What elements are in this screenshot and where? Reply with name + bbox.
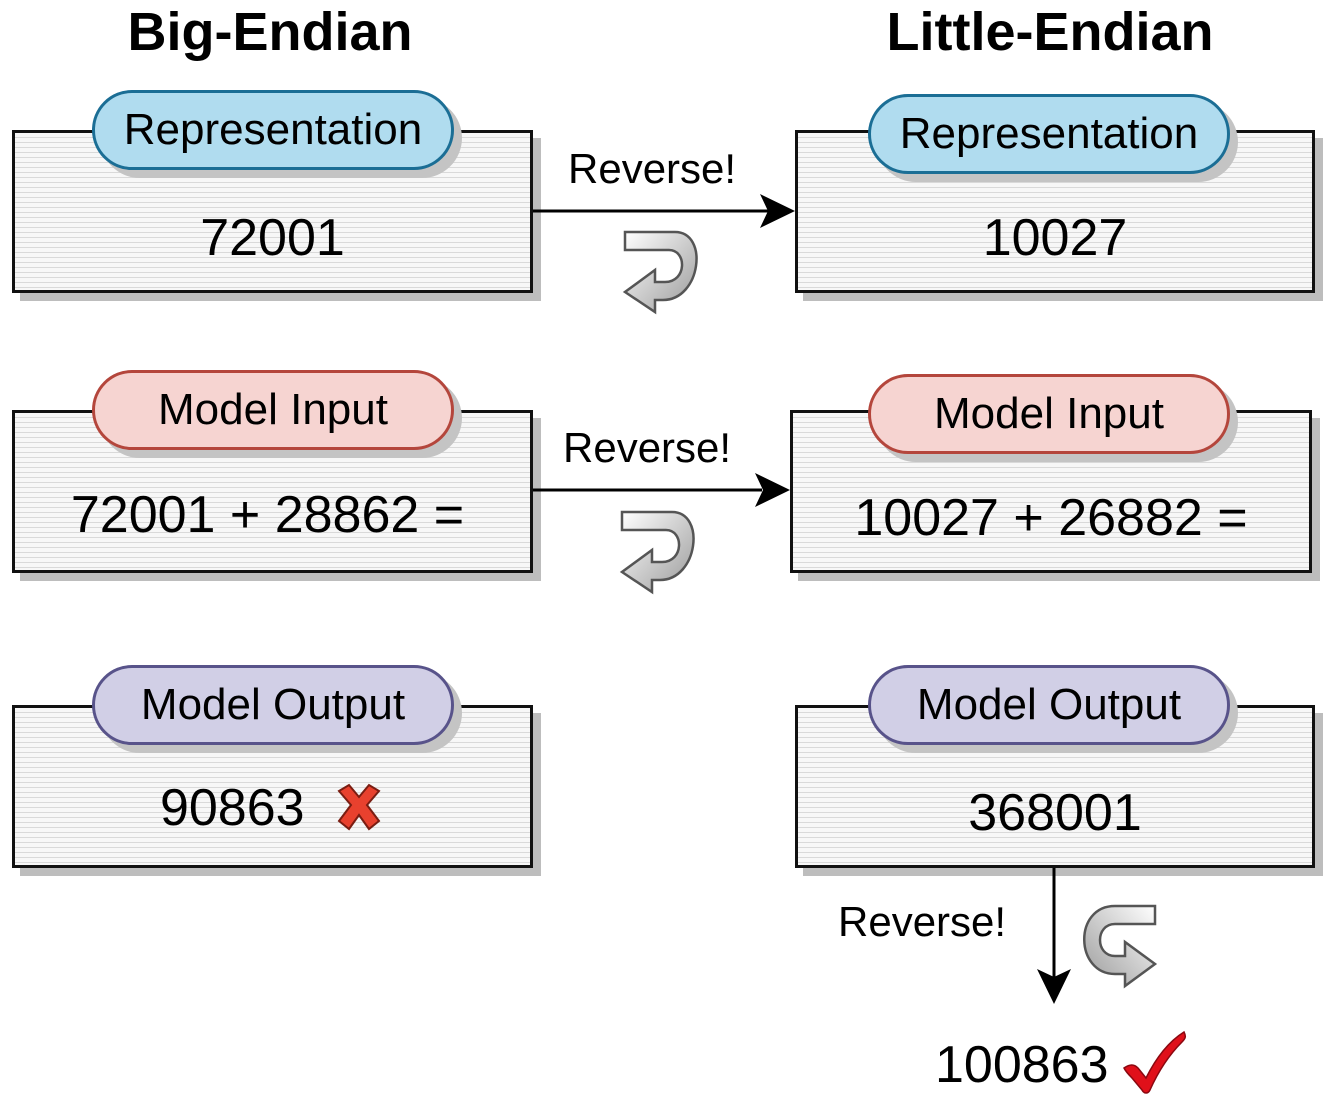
big-endian-title: Big-Endian	[127, 2, 413, 62]
reverse-arrow-1	[533, 194, 795, 228]
left-model-output-box: 90863	[12, 705, 533, 868]
u-turn-icon-1	[622, 230, 698, 315]
right-model-input-value: 10027 + 26882 =	[854, 489, 1248, 547]
left-representation-value: 72001	[200, 209, 345, 267]
reverse-arrow-3	[1037, 868, 1071, 1004]
reverse-label-3: Reverse!	[838, 898, 1007, 945]
right-representation-label: Representation	[868, 94, 1230, 174]
right-model-output-value: 368001	[968, 784, 1142, 842]
reverse-label-2: Reverse!	[563, 424, 732, 471]
final-result: 100863	[935, 1035, 1109, 1095]
u-turn-icon-3	[1083, 904, 1158, 989]
left-model-input-value: 72001 + 28862 =	[70, 486, 465, 544]
final-result-value: 100863	[935, 1036, 1109, 1094]
checkmark-icon	[1123, 1030, 1187, 1094]
left-model-output-value: 90863	[159, 779, 305, 837]
left-model-output-row: 90863	[15, 778, 530, 838]
u-turn-icon-2	[619, 510, 695, 595]
left-model-output-label: Model Output	[92, 665, 454, 745]
reverse-label-1: Reverse!	[568, 145, 737, 192]
reverse-arrow-2	[533, 473, 790, 507]
right-model-output-label: Model Output	[868, 665, 1230, 745]
left-representation-label: Representation	[92, 90, 454, 170]
right-representation-value: 10027	[982, 209, 1128, 267]
left-model-input-label: Model Input	[92, 370, 454, 450]
cross-icon	[333, 781, 385, 833]
little-endian-title: Little-Endian	[886, 2, 1214, 62]
right-model-input-label: Model Input	[868, 374, 1230, 454]
